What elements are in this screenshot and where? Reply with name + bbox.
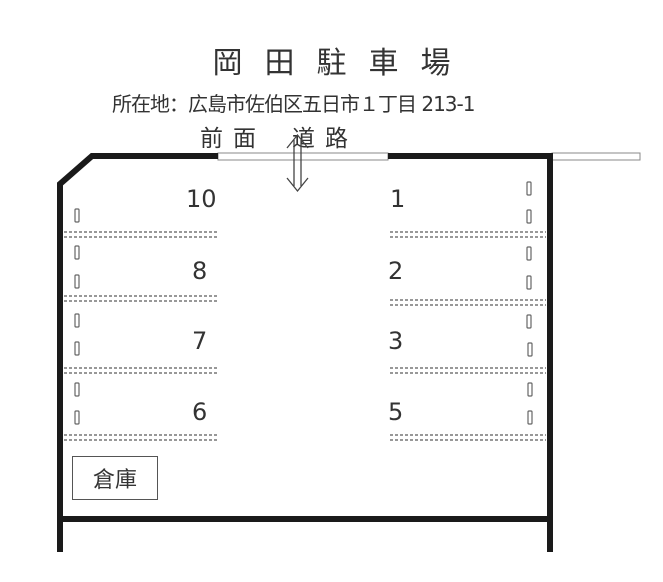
wheel-stop-icon bbox=[526, 181, 532, 196]
left-wall bbox=[57, 153, 218, 552]
wheel-stop-icon bbox=[74, 208, 80, 223]
wheel-stop-icon bbox=[527, 342, 533, 357]
space-number-10: 10 bbox=[186, 185, 217, 213]
left-wheel-stops bbox=[74, 208, 80, 425]
title-char: 車 bbox=[368, 46, 421, 81]
front-road-label: 前面道路 bbox=[200, 119, 358, 153]
title-char: 場 bbox=[420, 46, 473, 81]
boundary-walls bbox=[57, 153, 553, 552]
wheel-stop-icon bbox=[74, 410, 80, 425]
right-wall bbox=[388, 153, 553, 552]
wheel-stop-icon bbox=[526, 209, 532, 224]
wheel-stop-icon bbox=[74, 382, 80, 397]
space-number-8: 8 bbox=[192, 257, 208, 285]
address-text: 所在地：広島市佐伯区五日市１丁目 213-1 bbox=[112, 92, 475, 116]
road-label-char: 道 bbox=[292, 126, 325, 152]
storage-label: 倉庫 bbox=[92, 468, 137, 493]
storage-shed: 倉庫 bbox=[72, 456, 158, 500]
wheel-stop-icon bbox=[527, 410, 533, 425]
space-number-5: 5 bbox=[388, 398, 404, 426]
space-number-3: 3 bbox=[388, 327, 404, 355]
right-wheel-stops bbox=[526, 181, 533, 425]
wheel-stop-icon bbox=[74, 274, 80, 289]
title-char: 駐 bbox=[316, 46, 369, 81]
right-space-dividers bbox=[390, 231, 546, 441]
road-label-char: 前 bbox=[200, 126, 233, 152]
parking-lot-title: 岡田駐車場 bbox=[0, 38, 663, 82]
road-label-char: 路 bbox=[325, 126, 358, 152]
bidirectional-arrow-icon bbox=[286, 133, 309, 193]
wheel-stop-icon bbox=[527, 382, 533, 397]
space-number-6: 6 bbox=[192, 398, 208, 426]
wheel-stop-icon bbox=[526, 314, 532, 329]
wheel-stop-icon bbox=[526, 246, 532, 261]
wheel-stop-icon bbox=[74, 245, 80, 260]
space-number-2: 2 bbox=[388, 257, 404, 285]
wheel-stop-icon bbox=[74, 313, 80, 328]
title-char: 田 bbox=[264, 46, 317, 81]
title-char: 岡 bbox=[212, 46, 265, 81]
wheel-stop-icon bbox=[526, 275, 532, 290]
left-space-dividers bbox=[64, 231, 218, 441]
space-number-7: 7 bbox=[192, 327, 208, 355]
space-number-1: 1 bbox=[390, 185, 406, 213]
road-label-char: 面 bbox=[233, 126, 266, 152]
wheel-stop-icon bbox=[74, 341, 80, 356]
